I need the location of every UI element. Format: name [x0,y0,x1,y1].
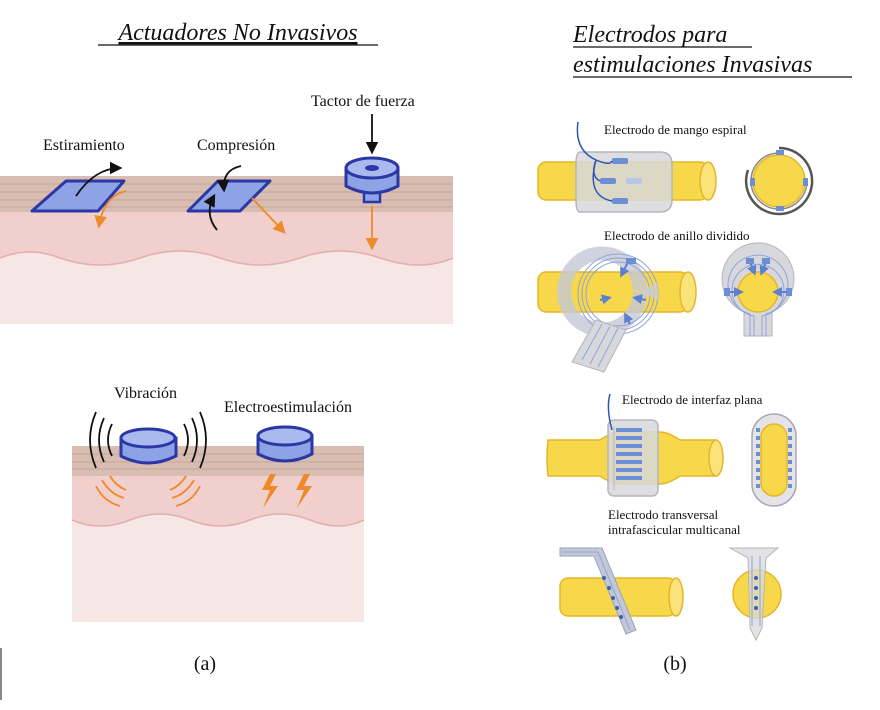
label-compression: Compresión [197,137,275,154]
label-split-ring: Electrodo de anillo dividido [604,228,750,243]
panel-b-title-line1: Electrodos para [572,22,727,48]
flat-interface-cross-section [751,413,797,507]
panel-b: Electrodos para estimulaciones Invasivas… [537,22,852,675]
label-stretch: Estiramiento [43,137,125,154]
flat-interface-side-view [546,393,724,497]
transverse-cross-section [728,547,782,642]
split-ring-side-view [537,246,697,373]
label-transverse-line2: intrafascicular multicanal [608,522,741,537]
caption-b: (b) [663,653,686,675]
spiral-cuff-side-view [537,121,717,213]
electrostim-actuator [256,425,314,508]
caption-a: (a) [194,653,216,675]
label-spiral-cuff: Electrodo de mango espiral [604,122,747,137]
label-vibration: Vibración [114,385,177,402]
label-force-tactor: Tactor de fuerza [311,93,415,110]
flat-interface-contacts [616,428,642,480]
vibration-actuator [89,411,207,507]
split-ring-cross-section [721,242,795,337]
compression-actuator [186,165,286,234]
spiral-cuff-cross-section [744,146,814,216]
panel-b-title-line2: estimulaciones Invasivas [573,52,812,78]
transverse-side-view [559,547,684,635]
label-flat-interface: Electrodo de interfaz plana [622,392,763,407]
stretch-actuator [30,161,127,229]
panel-a-title: Actuadores No Invasivos [116,20,357,46]
label-electrostim: Electroestimulación [224,399,352,416]
force-tactor [344,114,400,251]
panel-a: Actuadores No Invasivos Estiramiento [0,20,454,700]
label-transverse-line1: Electrodo transversal [608,507,718,522]
skin-block-bottom [71,446,365,622]
